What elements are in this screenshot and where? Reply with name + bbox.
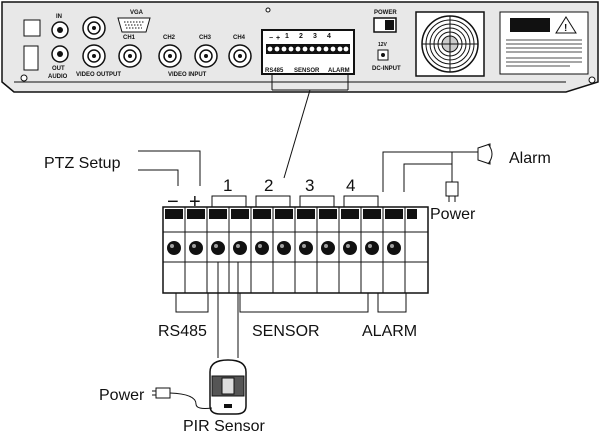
- panel-number-1: 1: [285, 33, 289, 40]
- ch3-label: CH3: [199, 35, 212, 41]
- vga-label: VGA: [130, 10, 144, 16]
- pir-sensor-label: PIR Sensor: [183, 418, 265, 435]
- video-input-connectors: CH1 CH2 CH3 CH4 VIDEO INPUT: [118, 35, 252, 78]
- sensor-number-4: 4: [346, 176, 355, 195]
- minus-label: −: [167, 191, 179, 213]
- power-label: POWER: [374, 10, 397, 16]
- ptz-setup-label: PTZ Setup: [44, 155, 121, 172]
- cooling-fan: [415, 11, 485, 77]
- power-bottom-label: Power: [99, 387, 145, 404]
- svg-text:!: !: [564, 23, 567, 34]
- panel-number-3: 3: [313, 33, 317, 40]
- video-input-label: VIDEO INPUT: [168, 72, 207, 78]
- power-switch: POWER: [373, 10, 397, 33]
- bottom-wiring: RS485 SENSOR ALARM PIR Sensor Power: [99, 262, 417, 435]
- plus-label: +: [189, 191, 201, 213]
- sensor-number-3: 3: [305, 176, 314, 195]
- panel-rs485-label: RS485: [265, 68, 284, 74]
- panel-screws: [20, 7, 596, 84]
- video-output-connectors: VIDEO OUTPUT: [76, 16, 121, 78]
- panel-terminal-block: − + 1 2 3 4 RS485 SENSOR ALARM: [261, 29, 355, 75]
- panel-alarm-label: ALARM: [328, 68, 350, 74]
- panel-sensor-label: SENSOR: [294, 68, 320, 74]
- rear-panel: IN OUT AUDIO VIDEO OUTPUT VGA CH1 CH2 CH: [1, 1, 599, 93]
- ch1-label: CH1: [123, 35, 136, 41]
- sensor-label: SENSOR: [252, 323, 320, 340]
- rs485-label: RS485: [158, 323, 207, 340]
- panel-plus-label: +: [276, 35, 280, 42]
- audio-connectors: IN OUT AUDIO: [23, 14, 69, 80]
- panel-number-2: 2: [299, 33, 303, 40]
- panel-number-4: 4: [327, 33, 331, 40]
- audio-out-label: OUT: [52, 66, 65, 72]
- audio-label: AUDIO: [48, 74, 68, 80]
- ch2-label: CH2: [163, 35, 176, 41]
- sensor-number-1: 1: [223, 176, 232, 195]
- dc-input-label: DC-INPUT: [372, 66, 401, 72]
- video-output-label: VIDEO OUTPUT: [76, 72, 121, 78]
- ch4-label: CH4: [233, 35, 246, 41]
- power-top-label: Power: [430, 206, 476, 223]
- callout-lines: [271, 74, 349, 179]
- sensor-number-2: 2: [264, 176, 273, 195]
- alarm-group-label: ALARM: [362, 323, 417, 340]
- terminal-block: [162, 206, 429, 294]
- dc-voltage-label: 12V: [378, 42, 388, 48]
- alarm-power-plug: [445, 181, 459, 202]
- panel-minus-label: −: [269, 35, 273, 42]
- warning-label: !: [499, 11, 589, 75]
- alarm-label: Alarm: [509, 150, 551, 167]
- alarm-siren: [477, 143, 493, 165]
- pir-sensor: [209, 359, 247, 415]
- top-wiring: PTZ Setup − + 1 2 3 4 Alarm Power: [44, 143, 551, 223]
- audio-in-label: IN: [56, 14, 62, 20]
- vga-port: VGA: [117, 10, 151, 33]
- pir-power-plug: [152, 387, 213, 409]
- dc-input-jack: 12V DC-INPUT: [372, 42, 401, 72]
